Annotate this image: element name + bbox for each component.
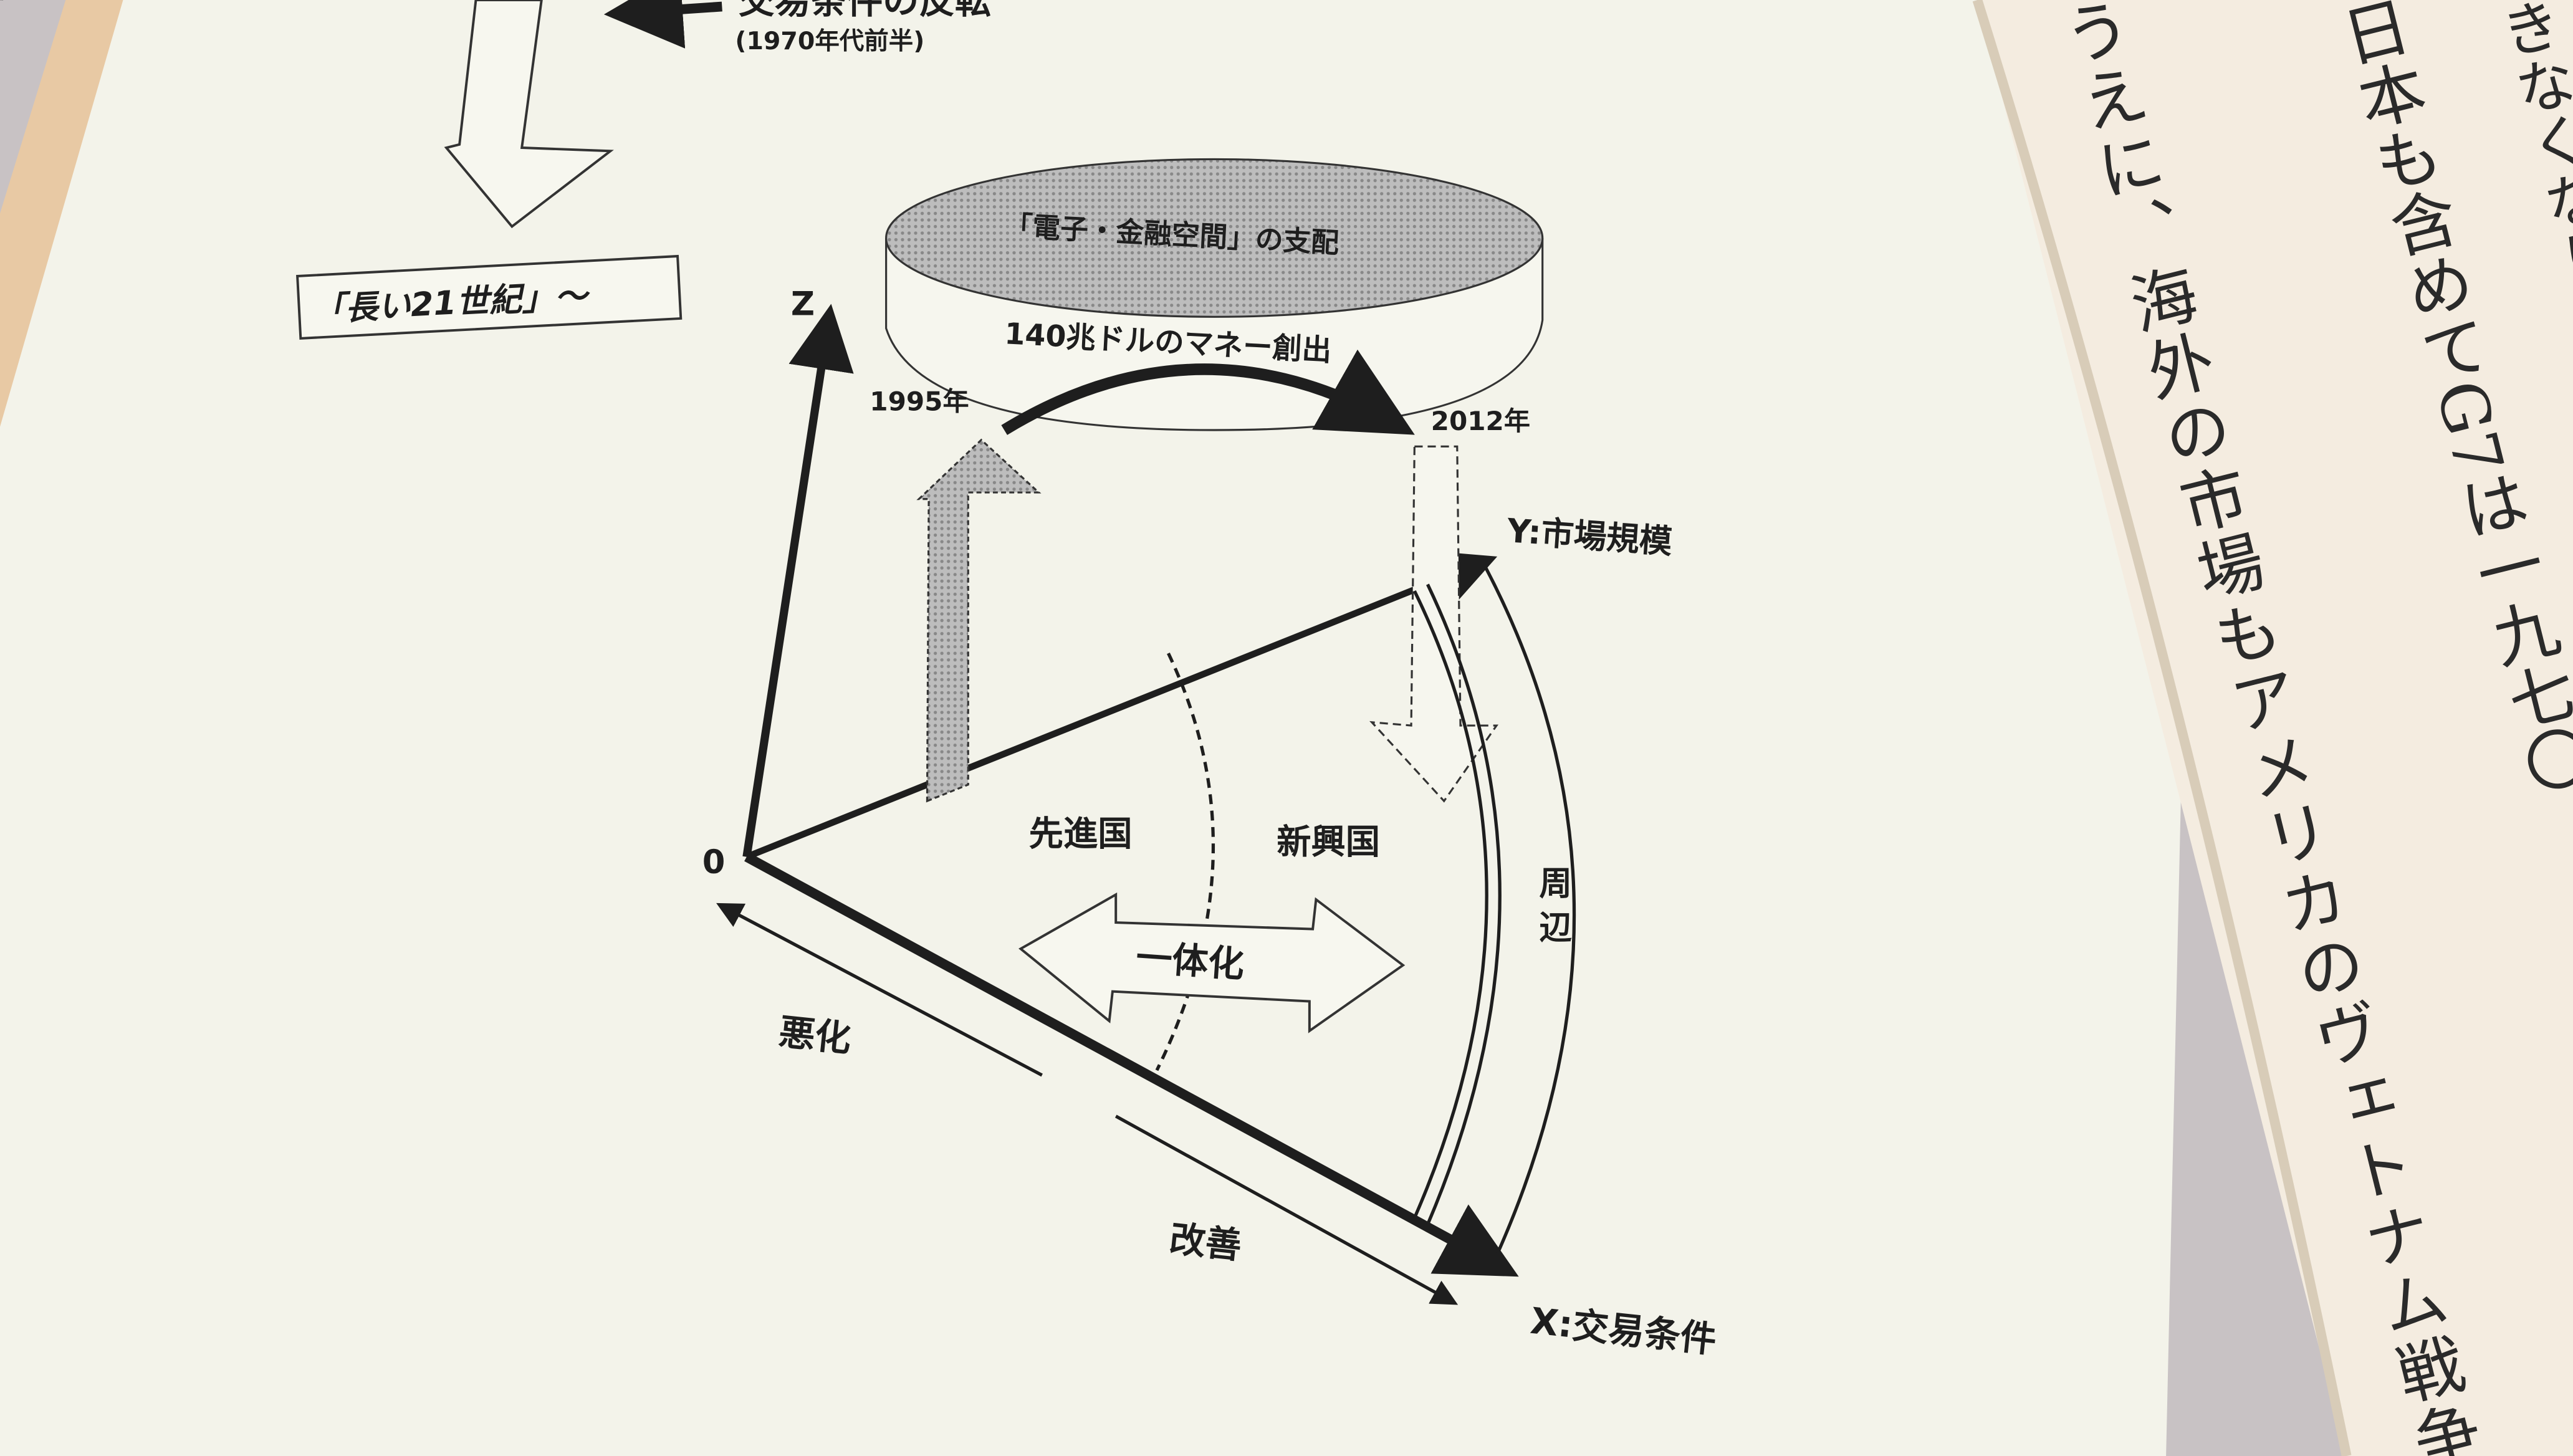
top-label: 交易条件の反転	[739, 0, 991, 22]
cylinder-top	[885, 158, 1544, 318]
emerging-arc-2	[1425, 583, 1502, 1225]
boundary-dashed-arc	[1155, 653, 1215, 1071]
developed-label: 先進国	[1029, 814, 1133, 854]
left-arrow-icon	[603, 0, 722, 49]
up-arrow	[916, 438, 1042, 803]
year-start: 1995年	[870, 386, 969, 416]
long-century-box	[296, 254, 683, 340]
time-arc-arrow	[1001, 349, 1415, 435]
page-gutter-shadow	[1972, 0, 2352, 1456]
year-end: 2012年	[1431, 406, 1530, 436]
emerging-arc	[1412, 590, 1488, 1219]
z-axis	[742, 304, 854, 858]
emerging-label: 新興国	[1277, 822, 1380, 862]
y-axis	[745, 552, 1498, 860]
left-page	[0, 0, 2199, 1456]
improve-label: 改善	[1167, 1217, 1243, 1267]
integration-double-arrow	[1018, 892, 1406, 1033]
right-page	[1977, 0, 2573, 1456]
down-dashed-arrow	[1369, 445, 1499, 803]
down-arrow	[444, 0, 614, 229]
periphery-label-1: 周	[1539, 865, 1572, 903]
periphery-arc	[1483, 565, 1576, 1257]
worsen-label: 悪化	[777, 1010, 853, 1060]
periphery-label-2: 辺	[1539, 909, 1572, 947]
worsen-arrow	[716, 903, 1043, 1077]
periphery-label: 周辺	[0, 0, 4, 1]
top-sublabel: (1970年代前半)	[735, 27, 924, 55]
x-axis	[744, 852, 1519, 1277]
integration-label: 一体化	[1134, 936, 1245, 986]
origin-label: 0	[702, 843, 726, 881]
z-axis-label: Z	[791, 285, 815, 323]
improve-arrow	[1114, 1114, 1459, 1305]
